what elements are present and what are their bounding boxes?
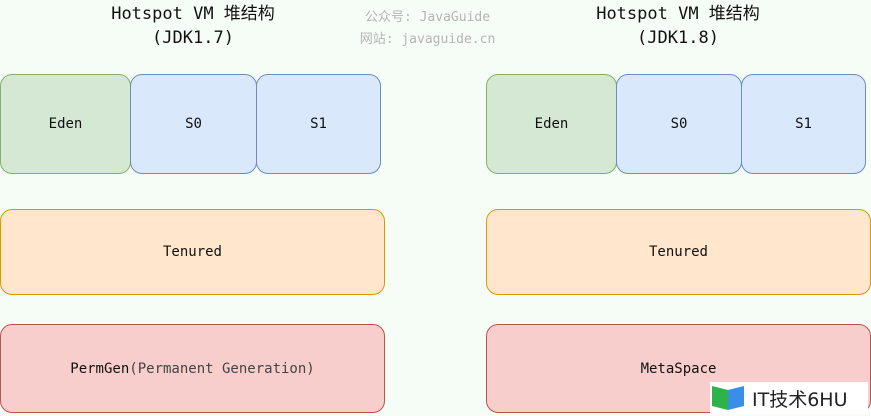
jdk18-eden: Eden xyxy=(486,74,617,174)
watermark-line: 公众号: JavaGuide xyxy=(364,10,491,25)
jdk17-eden: Eden xyxy=(0,74,131,174)
title-version: (JDK1.8) xyxy=(637,28,719,48)
jdk18-s0: S0 xyxy=(616,74,742,174)
watermark-line: 网站: javaguide.cn xyxy=(359,32,496,47)
title-version: (JDK1.7) xyxy=(152,28,234,48)
book-icon xyxy=(710,384,746,412)
watermark: 公众号: JavaGuide 网站: javaguide.cn xyxy=(320,7,535,51)
label: MetaSpace xyxy=(640,360,717,377)
label: Eden xyxy=(48,116,83,132)
jdk18-s1: S1 xyxy=(741,74,866,174)
label: Tenured xyxy=(162,244,222,260)
jdk18-metaspace: MetaSpace xyxy=(486,324,871,413)
jdk17-s0: S0 xyxy=(130,74,257,174)
label: S1 xyxy=(310,116,327,132)
jdk17-title: Hotspot VM 堆结构 (JDK1.7) xyxy=(43,2,343,50)
jdk17-permgen: PermGen(Permanent Generation) xyxy=(0,324,385,413)
logo-text: IT技术6HU xyxy=(752,388,848,411)
label: S0 xyxy=(670,116,688,132)
label: S1 xyxy=(795,116,812,132)
label-sub: (Permanent Generation) xyxy=(129,360,315,377)
label: Tenured xyxy=(648,244,708,260)
label: PermGen xyxy=(70,360,130,377)
label: Eden xyxy=(534,116,569,132)
label: S0 xyxy=(185,116,202,132)
jdk18-tenured: Tenured xyxy=(486,209,871,295)
title-line: Hotspot VM 堆结构 xyxy=(111,4,275,24)
jdk17-s1: S1 xyxy=(256,74,381,174)
jdk17-tenured: Tenured xyxy=(0,209,385,295)
site-logo: IT技术6HU xyxy=(710,382,868,414)
jdk18-title: Hotspot VM 堆结构 (JDK1.8) xyxy=(528,2,828,50)
title-line: Hotspot VM 堆结构 xyxy=(596,4,760,24)
